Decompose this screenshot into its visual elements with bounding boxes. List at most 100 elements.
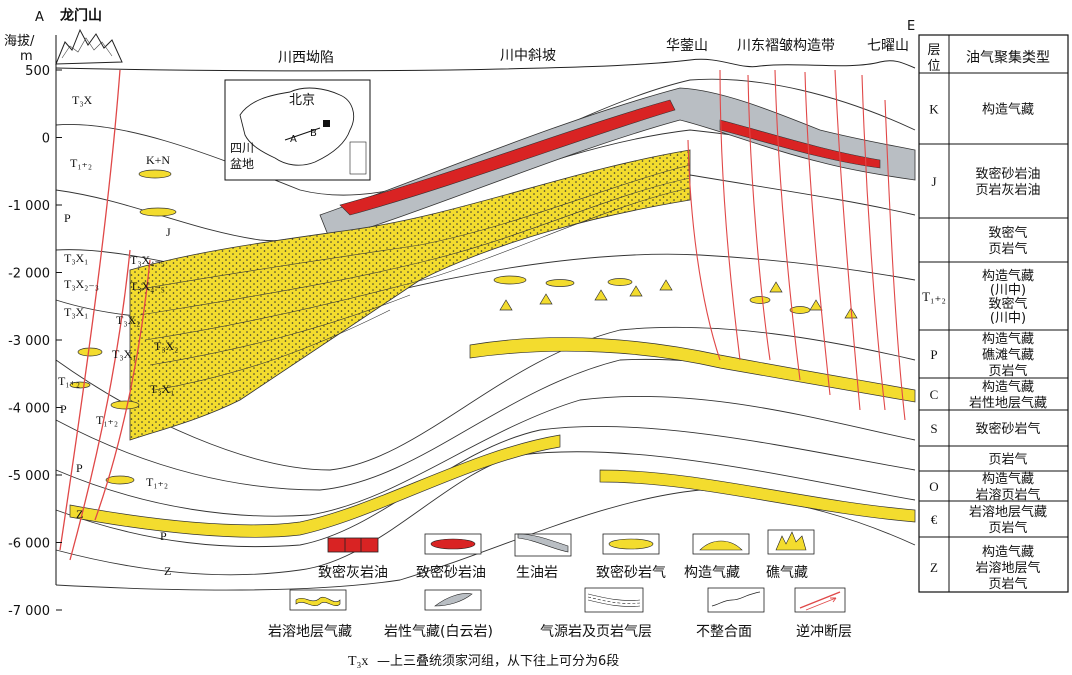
table-layer-cell: P <box>930 347 937 362</box>
axis-tick-label: -6 000 <box>8 537 50 552</box>
legend-label-shale-gas: 气源岩及页岩气层 <box>540 624 652 640</box>
table-type-cell: 页岩气 <box>988 576 1027 592</box>
table-type-cell: 构造气藏 <box>982 268 1034 284</box>
axis-tick-label: -7 000 <box>8 604 50 619</box>
source-rock-band <box>319 87 916 241</box>
strata-label: T₃X₄₋₅ <box>130 279 165 293</box>
table-type-cell: 岩溶地层气 <box>975 560 1040 576</box>
table-type-cell: 礁滩气藏 <box>982 347 1034 363</box>
reservoir-band-1 <box>469 337 916 403</box>
inset-beijing-label: 北京 <box>289 93 315 108</box>
axis-tick-label: -4 000 <box>8 402 50 417</box>
legend-label-reef-gas: 礁气藏 <box>766 565 808 581</box>
reef-gas-icon <box>767 529 815 555</box>
elevation-unit: m <box>20 49 33 64</box>
tight-sand-gas-icon <box>602 533 660 555</box>
table-layer-cell: S <box>930 421 937 436</box>
structural-gas-lenses <box>69 169 811 485</box>
thrust-faults-west <box>59 69 151 561</box>
inset-basin-line2: 盆地 <box>230 157 254 171</box>
table-type-cell: 页岩气 <box>988 363 1027 379</box>
table-layer-cell: € <box>931 512 938 527</box>
table-layer-cell: J <box>931 174 936 189</box>
strata-label: P <box>64 211 71 225</box>
strata-label: Z <box>76 507 83 521</box>
china-outline <box>239 87 354 166</box>
elevation-axis: 500 0 -1 000 -2 000 -3 000 -4 000 -5 000 -6 000… <box>8 35 62 619</box>
inset-point-a: A <box>290 134 297 145</box>
region-east-fold-belt: 川东褶皱构造带 <box>737 38 835 54</box>
reservoir-band-2 <box>69 434 561 538</box>
axis-tick-label: 500 <box>25 64 50 79</box>
strata-label: J <box>166 225 171 239</box>
table-type-cell: (川中) <box>990 311 1026 326</box>
strata-label: T₃X₂ <box>116 313 140 327</box>
table-type-cell: 致密气 <box>988 296 1027 312</box>
strata-labels: T₃XT₁₊₂PT₃X₁T₃X₂₋₃T₃X₁T₁₊₂PT₁₊₂PZT₃X₄₋₅T… <box>58 93 178 578</box>
strata-label: K+N <box>146 153 170 167</box>
strata-label: P <box>160 529 167 543</box>
table-type-cell: 构造气藏 <box>982 331 1034 347</box>
strata-label: T₃X₁ <box>112 347 136 361</box>
region-sichuan-west-depression: 川西坳陷 <box>278 50 334 66</box>
profile-start-label: A <box>35 10 44 25</box>
unconformity-icon <box>707 587 765 613</box>
table-type-cell: 致密气 <box>988 225 1027 241</box>
sandstone-oil-icon <box>424 533 482 555</box>
inset-point-b: B <box>310 128 317 139</box>
table-type-cell: (川中) <box>990 283 1026 298</box>
legend-label-structural-gas: 构造气藏 <box>684 565 740 581</box>
strata-label: T₁₊₂ <box>70 156 92 170</box>
strata-label: T₃X₂₋₃ <box>64 277 99 291</box>
strata-label: T₃X₁ <box>150 382 174 396</box>
strata-label: T₁₊₂ <box>58 374 80 388</box>
profile-end-label: E <box>907 19 915 34</box>
table-layer-cell: Z <box>930 560 938 575</box>
legend: 致密灰岩油 致密砂岩油 生油岩 致密砂岩气 构造气藏 礁气藏 岩溶地层气藏 岩性… <box>268 529 852 640</box>
legend-label-sandstone-oil: 致密砂岩油 <box>416 564 486 581</box>
axis-tick-label: -1 000 <box>8 199 50 214</box>
strata-label: T₁₊₂ <box>146 475 168 489</box>
thrust-fault-icon <box>794 587 846 613</box>
legend-label-thrust-fault: 逆冲断层 <box>796 624 852 640</box>
table-type-cell: 页岩气 <box>988 452 1027 468</box>
strata-label: T₃X₁ <box>64 251 88 265</box>
mountain-icon <box>55 28 123 65</box>
table-layer-cell: C <box>930 387 939 402</box>
strata-label: T₃X₄₋₅ <box>130 253 165 267</box>
mountain-label: 龙门山 <box>59 7 102 24</box>
strata-label: P <box>76 461 83 475</box>
inset-basin-line1: 四川 <box>230 141 254 155</box>
caption-abbr: T₃x <box>348 654 368 669</box>
reef-gas-bodies <box>499 279 858 319</box>
table-type-cell: 构造气藏 <box>982 102 1034 118</box>
limestone-oil-icon <box>327 537 379 553</box>
table-type-cell: 岩溶页岩气 <box>975 487 1040 503</box>
axis-tick-label: 0 <box>42 132 50 147</box>
strata-label: T₃X₁ <box>64 305 88 319</box>
reservoir-band-3 <box>599 469 916 523</box>
inset-map: 北京 四川 盆地 A B <box>224 79 371 181</box>
table-header-type: 油气聚集类型 <box>966 49 1050 66</box>
shale-gas-icon <box>584 587 644 613</box>
table-type-cell: 构造气藏 <box>982 471 1034 487</box>
table-type-cell: 构造气藏 <box>982 544 1034 560</box>
ground-surface <box>55 58 916 72</box>
structural-gas-icon <box>692 533 750 555</box>
table-frame <box>918 34 1069 593</box>
table-type-cell: 致密砂岩油 <box>975 166 1040 182</box>
legend-label-unconformity: 不整合面 <box>696 624 752 640</box>
axis-tick-label: -2 000 <box>8 267 50 282</box>
axis-tick-label: -3 000 <box>8 334 50 349</box>
source-rock-icon <box>514 533 572 557</box>
table-type-cell: 页岩气 <box>988 520 1027 536</box>
caption-text: —上三叠统须家河组，从下往上可分为6段 <box>377 653 619 669</box>
oil-band <box>339 99 676 216</box>
thrust-faults-east <box>687 69 906 421</box>
axis-tick-label: -5 000 <box>8 469 50 484</box>
strata-label: T₃X₂ <box>154 339 178 353</box>
table-type-cell: 岩溶地层气藏 <box>969 504 1047 520</box>
legend-label-tight-sand-gas: 致密砂岩气 <box>596 564 666 581</box>
